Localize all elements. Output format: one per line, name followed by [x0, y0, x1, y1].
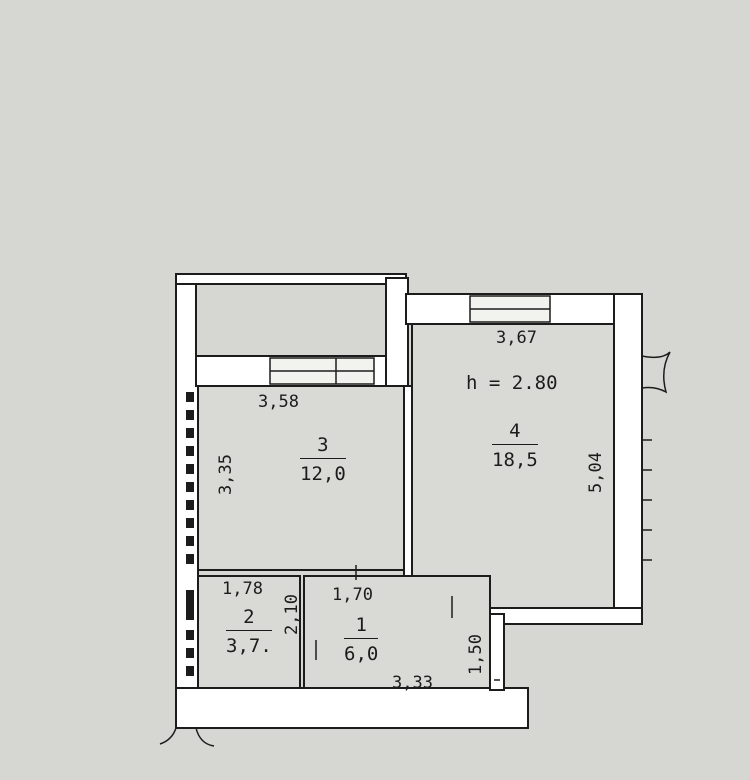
balcony-right-wall	[385, 277, 409, 387]
bottom-left-notch	[159, 727, 215, 747]
room3-height-dim: 3,35	[215, 454, 236, 495]
left-wall-hatching	[186, 392, 194, 676]
bottom-exterior-wall	[175, 687, 529, 729]
room1-area: 6,0	[344, 643, 379, 665]
room-2-area	[197, 575, 301, 689]
balcony	[195, 277, 387, 357]
room4-area: 18,5	[492, 449, 538, 471]
room2-label: 2 3,7.	[226, 608, 272, 656]
room3-area: 12,0	[300, 463, 346, 485]
room-3-area	[197, 385, 405, 571]
room4-height-dim: 5,04	[585, 452, 606, 493]
room2-area: 3,7.	[226, 635, 272, 657]
room4-label: 4 18,5	[492, 422, 538, 470]
room-1-area	[303, 575, 491, 689]
room3-number: 3	[300, 436, 346, 459]
hall-height-dim: 1,50	[465, 634, 486, 675]
room3-width-dim: 3,58	[258, 392, 299, 412]
balcony-top-wall	[175, 273, 407, 285]
room1-width-dim: 1,70	[332, 585, 373, 605]
room-4-area	[411, 323, 615, 609]
room1-label: 1 6,0	[344, 616, 379, 665]
room4-right-wall	[613, 293, 643, 625]
right-notch	[641, 351, 671, 394]
right-wall-ticks	[642, 439, 652, 561]
corridor-right-wall	[489, 613, 505, 691]
room4-width-dim: 3,67	[496, 328, 537, 348]
room4-number: 4	[492, 422, 538, 445]
room2-number: 2	[226, 608, 272, 631]
ceiling-height: h = 2.80	[466, 372, 558, 394]
room2-width-dim: 1,78	[222, 579, 263, 599]
partition-3-4	[403, 385, 413, 609]
room2-height-dim: 2,10	[281, 594, 302, 635]
room1-number: 1	[344, 616, 379, 639]
room3-label: 3 12,0	[300, 436, 346, 484]
room1-bottom-dim: 3,33	[392, 673, 433, 693]
